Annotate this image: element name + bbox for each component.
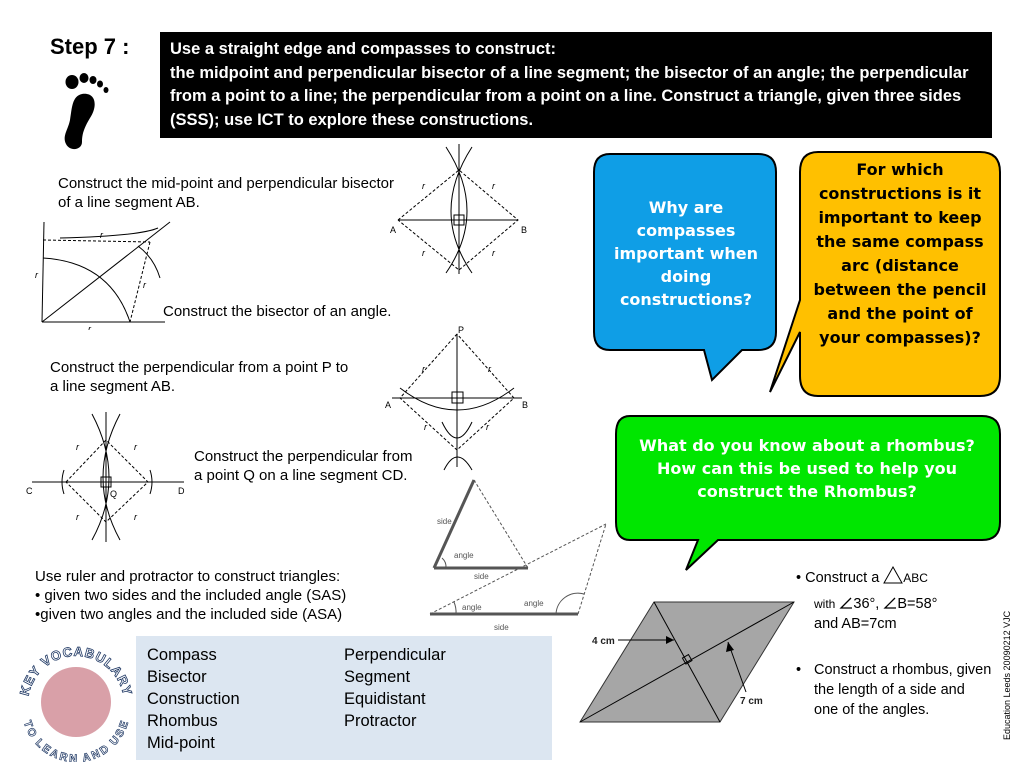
triangles-asa: •given two angles and the included side … bbox=[35, 606, 343, 623]
vocab-word: Construction bbox=[147, 690, 240, 708]
label-r: r bbox=[76, 512, 80, 522]
label-Q: Q bbox=[110, 489, 117, 499]
label-seven-cm: 7 cm bbox=[740, 696, 763, 707]
footprint-icon bbox=[64, 73, 109, 150]
key-vocabulary-badge: KEY VOCABULARY TO LEARN AND USE bbox=[16, 643, 134, 762]
green-bubble-q1: What do you know about a rhombus? bbox=[639, 436, 975, 455]
label-P: P bbox=[458, 325, 464, 335]
rhombus-diagram: 4 cm 7 cm bbox=[579, 601, 795, 723]
orange-bubble-text: For which constructions is it important … bbox=[813, 160, 987, 347]
objectives-list: the midpoint and perpendicular bisector … bbox=[170, 63, 969, 129]
caption-perp-from-point: Construct the perpendicular from a point… bbox=[50, 359, 349, 395]
caption-triangles: Use ruler and protractor to construct tr… bbox=[35, 567, 445, 624]
caption-midpoint: Construct the mid-point and perpendicula… bbox=[58, 175, 395, 211]
label-side: side bbox=[474, 572, 489, 581]
label-r: r bbox=[488, 364, 492, 374]
label-r: r bbox=[143, 280, 147, 290]
task-angle-b: B=58° bbox=[897, 596, 938, 612]
triangles-sas: • given two sides and the included angle… bbox=[35, 587, 347, 604]
label-B: B bbox=[521, 225, 527, 235]
vocab-column-1: Compass Bisector Construction Rhombus Mi… bbox=[147, 644, 240, 754]
label-r: r bbox=[422, 364, 426, 374]
vocab-word: Protractor bbox=[344, 712, 417, 730]
angle-bisector-diagram: r r r r bbox=[35, 221, 171, 330]
vocab-column-2: Perpendicular Segment Equidistant Protra… bbox=[344, 644, 446, 732]
task-construct-prefix: Construct a bbox=[805, 570, 880, 586]
vocab-word: Perpendicular bbox=[344, 646, 446, 664]
label-A: A bbox=[385, 400, 391, 410]
label-C: C bbox=[26, 486, 33, 496]
task-triangle: • Construct a ABC with 36°, B=58° and AB… bbox=[796, 565, 996, 634]
perpendicular-on-line-diagram: C D Q r r r r bbox=[26, 412, 185, 542]
blue-bubble-shape bbox=[593, 153, 777, 382]
task-abc: ABC bbox=[903, 571, 928, 585]
task-angle-a: 36°, bbox=[853, 596, 880, 612]
angle-symbol-icon bbox=[839, 597, 853, 609]
label-side: side bbox=[437, 517, 452, 526]
vocab-word: Mid-point bbox=[147, 734, 215, 752]
label-four-cm: 4 cm bbox=[592, 636, 615, 647]
triangle-icon bbox=[883, 565, 904, 584]
caption-perp-on-line: Construct the perpendicular from a point… bbox=[194, 448, 413, 484]
task-rhombus: • Construct a rhombus, given the length … bbox=[796, 662, 992, 718]
task-rhombus-text: Construct a rhombus, given the length of… bbox=[814, 662, 992, 718]
green-bubble-q2: How can this be used to help you constru… bbox=[656, 459, 958, 501]
vocab-word: Equidistant bbox=[344, 690, 426, 708]
label-r: r bbox=[422, 181, 426, 191]
label-D: D bbox=[178, 486, 185, 496]
label-r: r bbox=[134, 442, 138, 452]
green-bubble-text: What do you know about a rhombus? How ca… bbox=[622, 434, 992, 503]
label-B: B bbox=[522, 400, 528, 410]
label-angle: angle bbox=[462, 603, 482, 612]
vocabulary-box: Compass Bisector Construction Rhombus Mi… bbox=[136, 636, 552, 760]
label-angle: angle bbox=[454, 551, 474, 560]
label-r: r bbox=[424, 422, 428, 432]
label-side: side bbox=[494, 623, 509, 632]
vocab-word: Compass bbox=[147, 646, 217, 664]
label-r: r bbox=[422, 248, 426, 258]
blue-bubble-text: Why are compasses important when doing c… bbox=[614, 198, 758, 309]
label-r: r bbox=[88, 324, 92, 330]
vocab-word: Rhombus bbox=[147, 712, 218, 730]
label-r: r bbox=[35, 270, 39, 280]
task-with: with bbox=[814, 597, 836, 611]
objectives-header: Use a straight edge and compasses to con… bbox=[160, 32, 992, 138]
task-and-ab: and AB=7cm bbox=[814, 616, 897, 632]
objectives-intro: Use a straight edge and compasses to con… bbox=[170, 40, 557, 58]
label-r: r bbox=[100, 230, 104, 240]
perpendicular-from-point-diagram: P A B r r r r bbox=[385, 325, 528, 471]
green-bubble-shape bbox=[615, 415, 1001, 571]
label-A: A bbox=[390, 225, 396, 235]
credit-text: Education Leeds 20090212 VJC bbox=[1002, 610, 1012, 740]
triangles-title: Use ruler and protractor to construct tr… bbox=[35, 568, 341, 585]
label-r: r bbox=[76, 442, 80, 452]
task-triangle-line1: • Construct a ABC bbox=[796, 565, 996, 588]
step-title: Step 7 : bbox=[50, 34, 130, 59]
vocab-word: Segment bbox=[344, 668, 411, 686]
triangles-diagram: side angle side angle angle side bbox=[429, 479, 607, 632]
vocab-word: Bisector bbox=[147, 668, 207, 686]
perpendicular-bisector-diagram: A B r r r r bbox=[390, 144, 527, 274]
task-triangle-line2: with 36°, B=58° bbox=[796, 594, 996, 614]
orange-bubble-shape bbox=[769, 151, 1001, 397]
caption-angle-bisector: Construct the bisector of an angle. bbox=[163, 303, 392, 320]
label-r: r bbox=[134, 512, 138, 522]
label-r: r bbox=[492, 248, 496, 258]
label-angle: angle bbox=[524, 599, 544, 608]
label-r: r bbox=[492, 181, 496, 191]
label-r: r bbox=[486, 422, 490, 432]
angle-symbol-icon bbox=[883, 597, 897, 609]
